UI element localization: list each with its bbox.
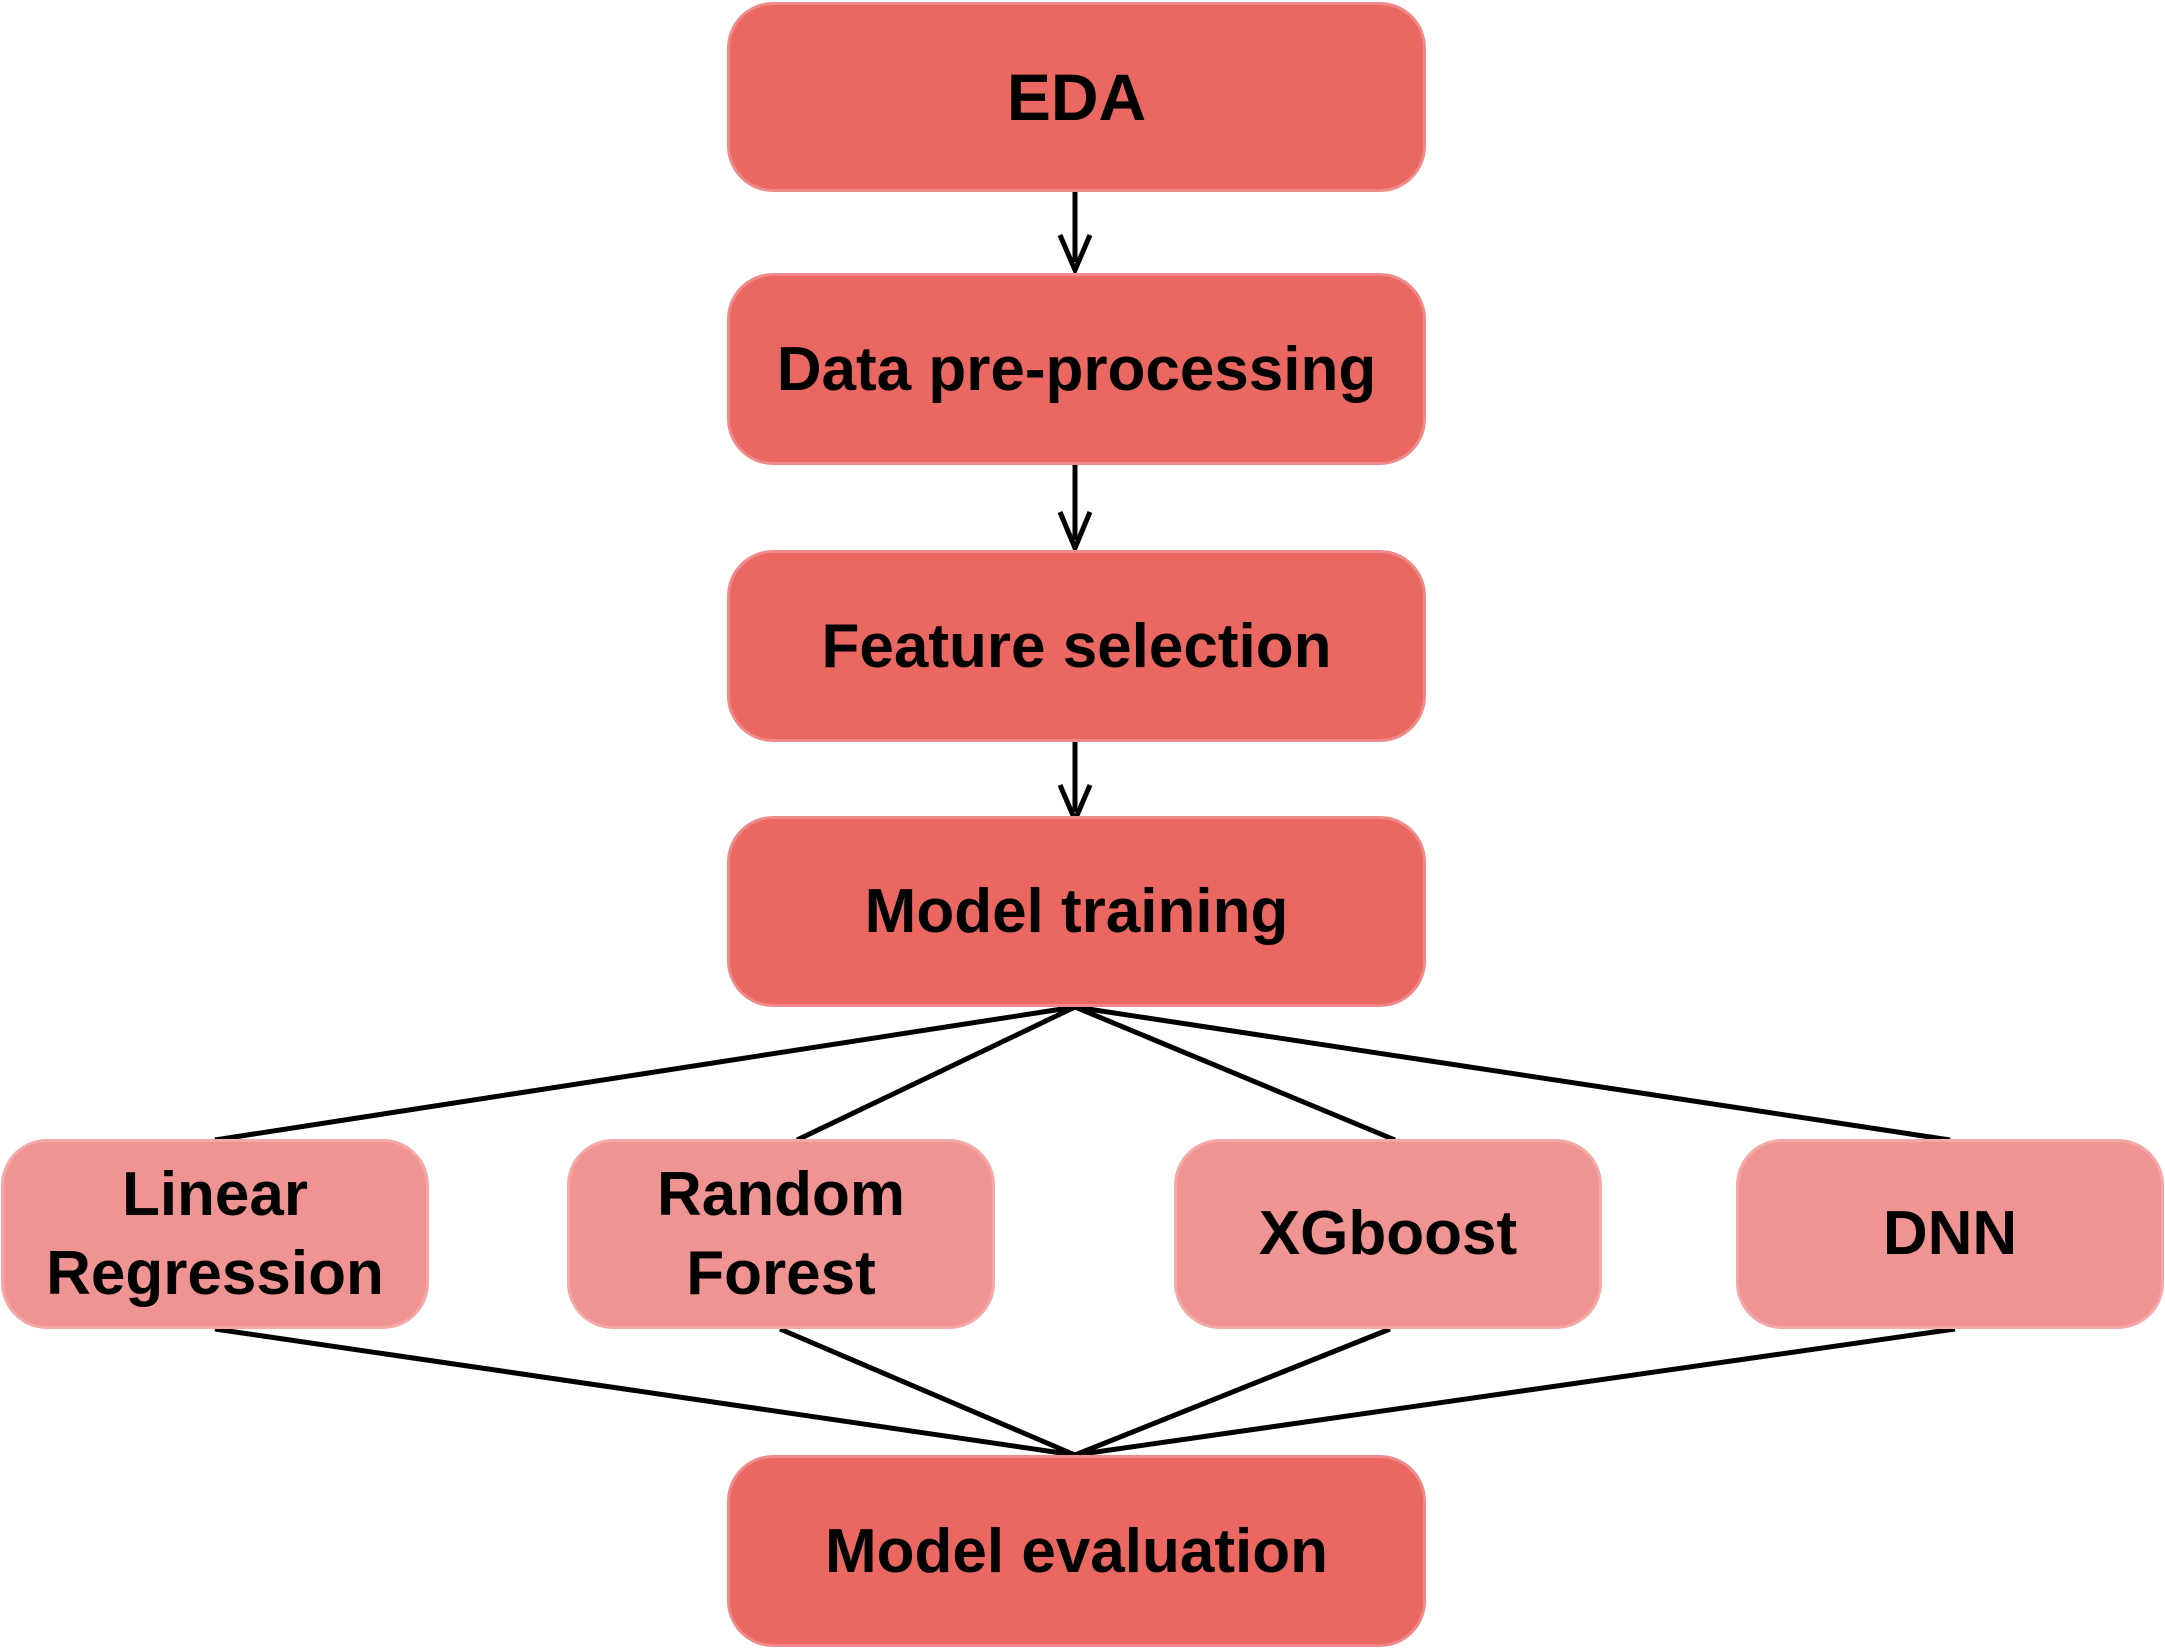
- line-random-forest-to-evaluation: [779, 1326, 1076, 1458]
- model-training-label: Model training: [864, 877, 1289, 946]
- line-linear-regression-to-evaluation: [214, 1326, 1076, 1458]
- arrow-feature-selection-to-model-training: [1057, 742, 1093, 827]
- model-evaluation-label: Model evaluation: [825, 1516, 1328, 1586]
- line-training-to-xgboost: [1074, 1004, 1396, 1143]
- preprocessing-box: Data pre-processing: [727, 273, 1426, 465]
- linear-regression-label: Linear Regression: [46, 1159, 384, 1308]
- feature-selection-label: Feature selection: [821, 611, 1332, 681]
- model-training-box: Model training: [727, 816, 1426, 1007]
- feature-selection-box: Feature selection: [727, 550, 1426, 742]
- dnn-box: DNN: [1736, 1139, 2164, 1329]
- line-training-to-dnn: [1074, 1004, 1951, 1143]
- random-forest-label: Random Forest: [657, 1159, 905, 1308]
- random-forest-box: Random Forest: [567, 1139, 995, 1329]
- line-training-to-random-forest: [795, 1004, 1077, 1143]
- dnn-label: DNN: [1882, 1199, 2018, 1269]
- model-evaluation-box: Model evaluation: [727, 1455, 1426, 1647]
- xgboost-label: XGboost: [1258, 1199, 1518, 1269]
- eda-box: EDA: [727, 2, 1426, 192]
- xgboost-box: XGboost: [1174, 1139, 1602, 1329]
- eda-label: EDA: [1006, 60, 1147, 134]
- arrow-preprocessing-to-feature-selection: [1057, 465, 1093, 555]
- preprocessing-label: Data pre-processing: [776, 334, 1377, 404]
- line-training-to-linear-regression: [214, 1004, 1076, 1143]
- line-xgboost-to-evaluation: [1074, 1326, 1391, 1458]
- arrow-eda-to-preprocessing: [1057, 192, 1093, 277]
- line-dnn-to-evaluation: [1074, 1326, 1956, 1458]
- linear-regression-box: Linear Regression: [1, 1139, 429, 1329]
